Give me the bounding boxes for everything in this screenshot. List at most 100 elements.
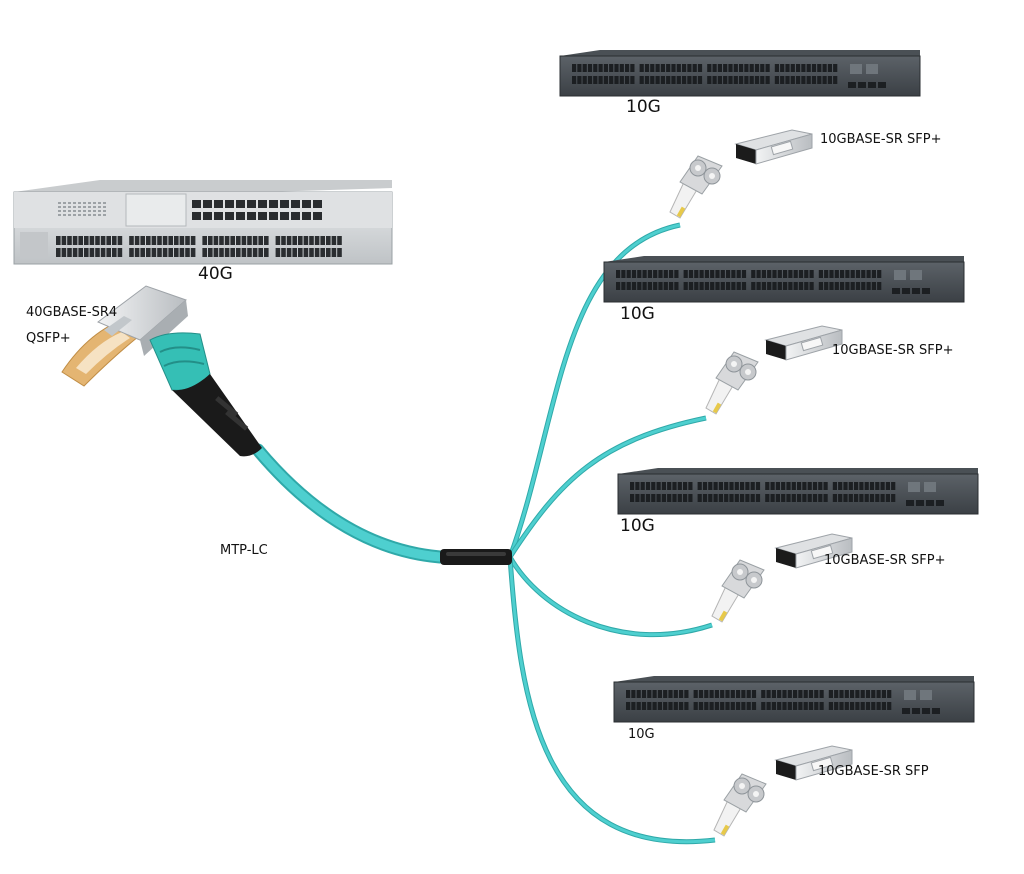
mgmt-port [924,482,936,492]
rj45-port [699,270,704,278]
rj45-port [766,690,771,698]
rj45-port [865,690,871,698]
rj45-port [636,690,641,698]
sfp-port [309,248,314,257]
vent-hole [93,210,96,212]
sfp-port [168,248,173,257]
rj45-port [741,282,747,290]
lc-core-a [737,569,743,575]
rj45-port [786,482,791,490]
rj45-port [674,270,679,278]
qsfp-port [225,212,234,220]
rj45-port [796,76,801,84]
rj45-port [642,270,647,278]
rj45-port [822,76,827,84]
rj45-port [572,76,577,84]
rj45-port [790,64,795,72]
rj45-port [774,64,779,72]
rj45-port [687,64,692,72]
sfp-port [230,236,235,245]
rj45-port [807,494,812,502]
rj45-port [791,494,796,502]
sfp-port [157,236,162,245]
rj45-port [811,76,817,84]
vent-hole [98,214,101,216]
vent-hole [78,202,81,204]
sfp-port [179,248,185,257]
rj45-port [869,482,875,490]
mtp-connector-icon [149,332,262,457]
rj45-port [756,270,761,278]
qsfp-label-line2: QSFP+ [26,331,71,346]
rj45-port [725,690,730,698]
rj45-port [877,270,882,278]
qsfp-port [247,200,256,208]
rj45-port [724,494,729,502]
rj45-port [692,76,697,84]
rj45-port [740,494,745,502]
vent-hole [68,210,71,212]
switch-4-module-label: 10GBASE-SR SFP [818,764,929,779]
rj45-port [673,690,678,698]
sfp-port [89,248,95,257]
switch-4-speed-label: 10G [628,727,655,742]
switch-3-module-label: 10GBASE-SR SFP+ [824,553,946,568]
rj45-port [651,494,656,502]
rj45-port [736,702,741,710]
sfp-port [247,236,252,245]
rj45-port [818,482,823,490]
lc-core-a [695,165,701,171]
rj45-port [866,282,871,290]
rj45-port [797,494,802,502]
rj45-port [739,64,744,72]
rj45-port [875,494,880,502]
rj45-port [877,282,882,290]
rj45-port [812,494,818,502]
rj45-port [834,270,839,278]
rj45-port [683,482,688,490]
rack-switch-icon-3 [617,468,979,515]
rj45-port [829,270,834,278]
lc-core-a [739,783,745,789]
rack-switch-icon-1 [559,50,921,97]
rj45-port [694,282,699,290]
sfp-port [140,248,145,257]
uplink-port [922,708,930,714]
sfp-port [84,236,89,245]
rj45-port [708,482,713,490]
sfp-label [810,544,834,560]
rj45-port [838,482,843,490]
sfp-port [252,248,258,257]
sfp-nose [766,340,786,360]
rj45-port [621,282,626,290]
rj45-port [657,690,662,698]
rj45-port [887,702,892,710]
rj45-port [823,494,828,502]
rj45-port [765,64,770,72]
rj45-port [631,270,637,278]
rj45-port [609,76,614,84]
rj45-port [771,702,776,710]
rj45-port [832,482,837,490]
sfp-port [129,236,134,245]
rj45-port [697,482,702,490]
vent-hole [93,214,96,216]
rj45-port [844,702,849,710]
rj45-port [814,702,819,710]
rj45-port [650,76,655,84]
rj45-port [806,76,811,84]
rj45-port [718,482,723,490]
rj45-port [668,702,673,710]
rj45-port [647,702,652,710]
rj45-port [809,282,814,290]
rj45-port [777,702,782,710]
rj45-port [801,76,806,84]
rj45-port [598,76,603,84]
rj45-port [729,494,734,502]
rj45-port [823,482,828,490]
rj45-port [866,270,871,278]
qsfp-port [313,212,322,220]
lc-core-b [745,369,751,375]
rj45-port [781,482,786,490]
rj45-port [744,76,749,84]
